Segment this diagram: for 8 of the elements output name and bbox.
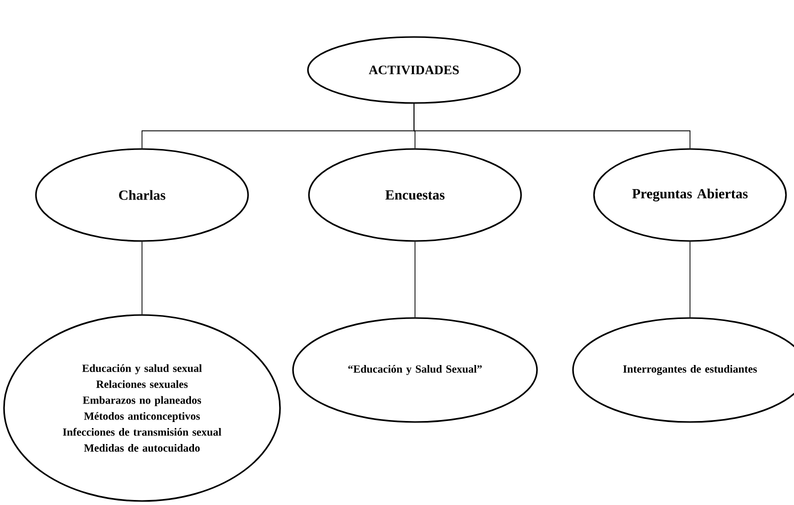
oval: Preguntas Abiertas [593, 148, 787, 242]
oval: ACTIVIDADES [307, 36, 521, 104]
oval: Charlas [35, 148, 249, 242]
oval: “Educación y Salud Sexual” [292, 317, 538, 423]
connector-line [414, 103, 690, 149]
oval: Educación y salud sexual Relaciones sexuales Embarazos no planeados Métodos anticonceptivos Infecciones de transmisión sexual Medidas de autocuidado [3, 314, 281, 502]
oval: Encuestas [308, 148, 522, 242]
connector-line [414, 241, 416, 318]
